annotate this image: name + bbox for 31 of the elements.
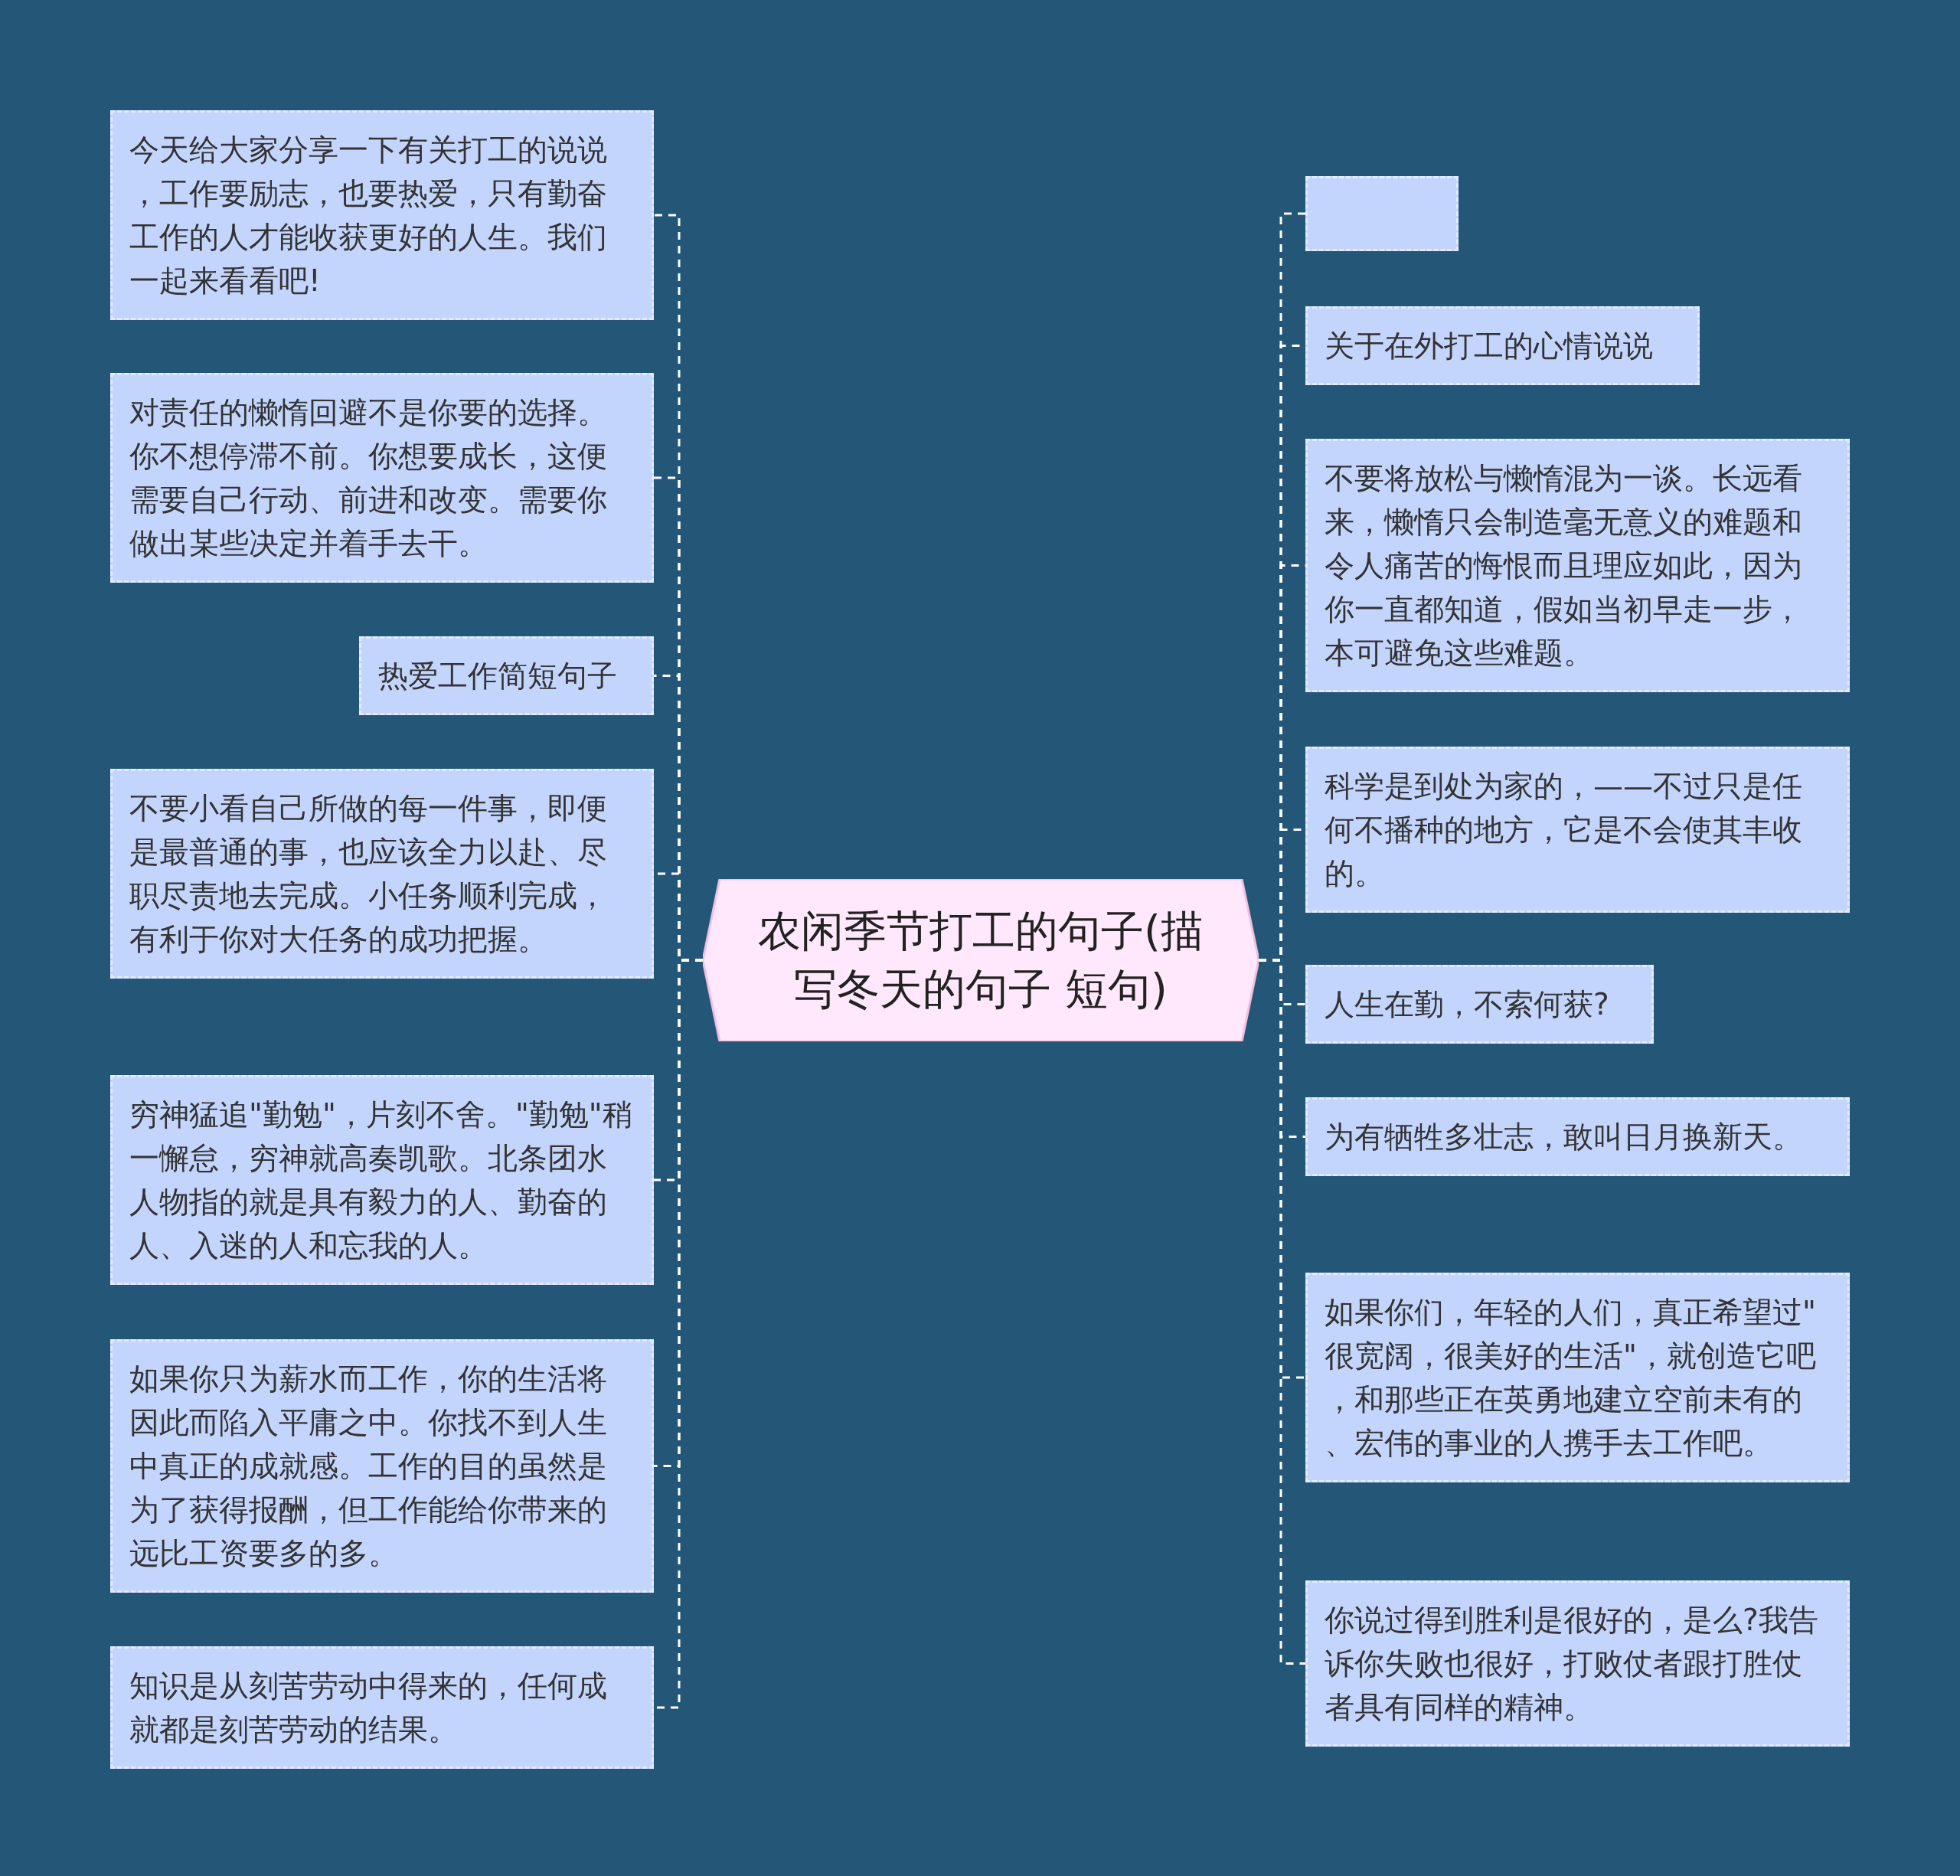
card-text: 为有牺牲多壮志，敢叫日月换新天。 <box>1325 1119 1803 1155</box>
text-card <box>110 1075 654 1285</box>
text-card <box>1305 439 1850 692</box>
card-text: 如果你们，年轻的人们，真正希望过"很宽阔，很美好的生活"，就创造它吧，和那些正在英勇地建立空前未有的、宏伟的事业的人携手去工作吧。 <box>1325 1294 1817 1462</box>
text-card <box>110 769 654 979</box>
card-text: 如果你只为薪水而工作，你的生活将因此而陷入平庸之中。你找不到人生中真正的成就感。工作的目的虽然是为了获得报酬，但工作能给你带来的远比工资要多的多。 <box>129 1361 608 1572</box>
card-text: 今天给大家分享一下有关打工的说说，工作要励志，也要热爱，只有勤奋工作的人才能收获更好的人生。我们一起来看看吧! <box>129 132 608 299</box>
text-card <box>1305 1273 1850 1482</box>
card-text: 你说过得到胜利是很好的，是么?我告诉你失败也很好，打败仗者跟打胜仗者具有同样的精神。 <box>1325 1602 1819 1726</box>
card-text: 科学是到处为家的，——不过只是任何不播种的地方，它是不会使其丰收的。 <box>1325 768 1803 892</box>
card-text: 知识是从刻苦劳动中得来的，任何成就都是刻苦劳动的结果。 <box>129 1668 608 1748</box>
topic-title: 农闲季节打工的句子(描写冬天的句子 短句) <box>757 905 1204 1015</box>
card-text: 热爱工作简短句子 <box>378 658 618 695</box>
card-text: 不要将放松与懒惰混为一谈。长远看来，懒惰只会制造毫无意义的难题和令人痛苦的悔恨而且理应如此，因为你一直都知道，假如当初早走一步，本可避免这些难题。 <box>1325 460 1803 672</box>
text-card <box>1305 747 1850 913</box>
text-card <box>1305 306 1700 385</box>
text-card <box>359 636 654 715</box>
central-topic-hexagon <box>703 879 1259 1041</box>
text-card <box>110 1646 654 1769</box>
card-text: 不要小看自己所做的每一件事，即便是最普通的事，也应该全力以赴、尽职尽责地去完成。小任务顺利完成，有利于你对大任务的成功把握。 <box>129 790 608 958</box>
text-card <box>1305 965 1654 1044</box>
card-text: 人生在勤，不索何获? <box>1325 986 1610 1023</box>
text-card <box>1305 1097 1850 1176</box>
empty-box <box>1305 176 1459 251</box>
text-card <box>110 110 654 320</box>
card-text: 对责任的懒惰回避不是你要的选择。你不想停滞不前。你想要成长，这便需要自己行动、前进和改变。需要你做出某些决定并着手去干。 <box>129 394 608 562</box>
card-text: 穷神猛追"勤勉"，片刻不舍。"勤勉"稍一懈怠，穷神就高奏凯歌。北条团水人物指的就是具有毅力的人、勤奋的人、入迷的人和忘我的人。 <box>129 1097 633 1264</box>
text-card <box>1305 1580 1850 1747</box>
text-card <box>110 373 654 583</box>
text-card <box>110 1339 654 1593</box>
card-text: 关于在外打工的心情说说 <box>1325 328 1654 364</box>
